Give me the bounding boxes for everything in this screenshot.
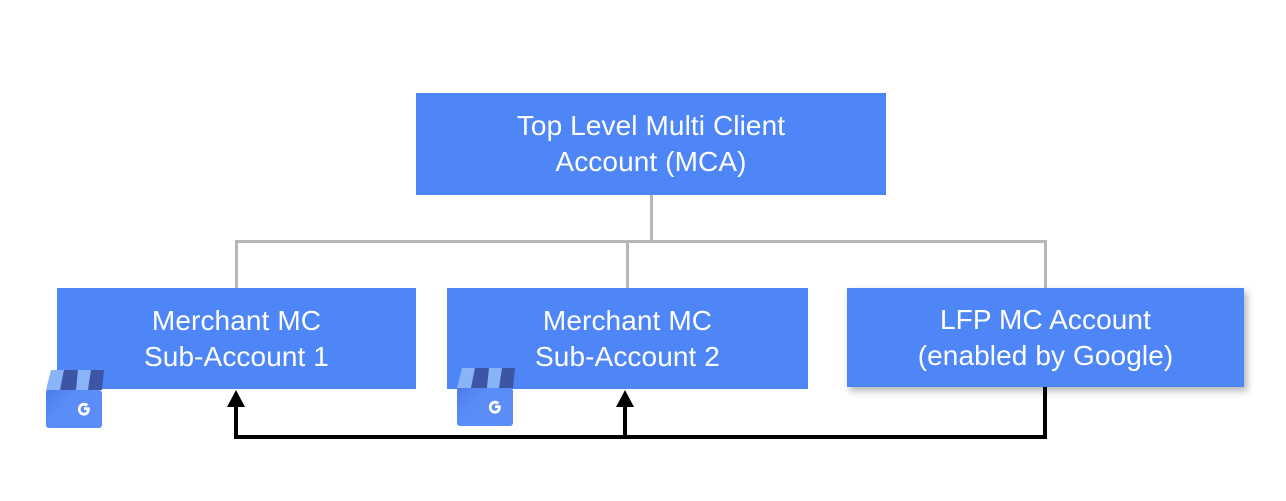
node-merchant-sub-account-1[interactable]: Merchant MC Sub-Account 1 — [57, 288, 416, 389]
arrow-riser-sub-account-1 — [234, 404, 238, 439]
connector-horizontal-bus — [235, 240, 1047, 243]
arrowhead-sub-account-1 — [227, 390, 245, 407]
node-top-level-mca-label: Top Level Multi Client Account (MCA) — [516, 110, 786, 177]
arrow-lfp-stem-down — [1043, 386, 1047, 439]
google-my-business-storefront-icon — [38, 366, 110, 428]
connector-drop-sub-account-2 — [626, 240, 629, 290]
arrow-return-horizontal — [234, 435, 1047, 439]
connector-top-stem — [650, 195, 653, 242]
node-merchant-sub-account-2-label: Merchant MC Sub-Account 2 — [535, 304, 720, 372]
connector-drop-lfp-account — [1044, 240, 1047, 290]
arrow-riser-sub-account-2 — [623, 404, 627, 439]
node-top-level-mca[interactable]: Top Level Multi Client Account (MCA) — [416, 93, 886, 195]
connector-drop-sub-account-1 — [235, 240, 238, 290]
node-lfp-mc-account[interactable]: LFP MC Account (enabled by Google) — [847, 288, 1244, 387]
arrowhead-sub-account-2 — [616, 390, 634, 407]
google-my-business-storefront-icon — [449, 366, 521, 426]
node-merchant-sub-account-1-label: Merchant MC Sub-Account 1 — [144, 304, 329, 372]
node-lfp-mc-account-label: LFP MC Account (enabled by Google) — [917, 303, 1174, 371]
